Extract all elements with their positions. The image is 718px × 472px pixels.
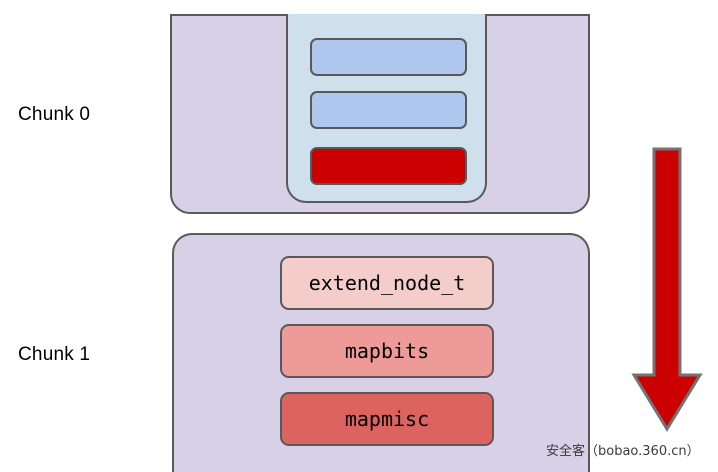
chunk-1-field-mapmisc: mapmisc: [280, 392, 494, 446]
chunk-0-label: Chunk 0: [18, 104, 91, 125]
chunk-1-field-mapbits: mapbits: [280, 324, 494, 378]
growth-direction-arrow-icon: [631, 147, 703, 432]
chunk-0-slot-2: [310, 91, 467, 129]
chunk-0-slot-1: [310, 38, 467, 76]
chunk-1-field-extend-node-t: extend_node_t: [280, 256, 494, 310]
chunk-1-label: Chunk 1: [18, 344, 91, 365]
watermark: 安全客（bobao.360.cn）: [546, 444, 700, 459]
chunk-0-slot-3: [310, 147, 467, 185]
